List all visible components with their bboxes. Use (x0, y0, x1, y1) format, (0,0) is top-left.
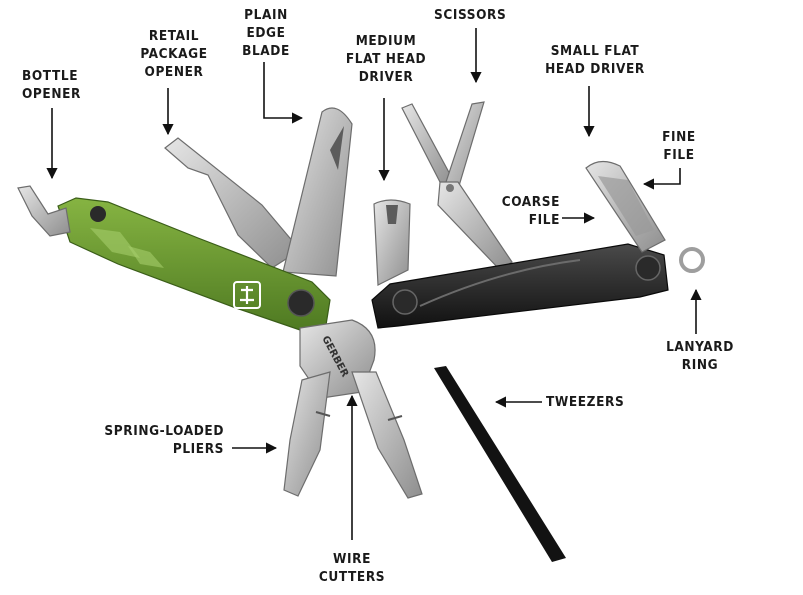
green-handle (57, 197, 331, 331)
pliers-right-jaw (351, 371, 423, 499)
tweezers-tool (434, 366, 566, 562)
medium-flat-head-driver-tool (373, 199, 411, 286)
black-handle (371, 243, 669, 329)
arrow-fine-file (642, 168, 681, 190)
gerber-logo-icon (233, 281, 261, 309)
label-scissors: SCISSORS (434, 7, 507, 23)
bottle-opener-tool (17, 185, 71, 237)
lanyard-ring-tool (679, 247, 705, 273)
label-tweezers: TWEEZERS (546, 394, 625, 410)
arrow-plain-edge-blade (263, 62, 304, 124)
scissors-tool (401, 101, 513, 271)
pliers-left-jaw (283, 371, 331, 497)
